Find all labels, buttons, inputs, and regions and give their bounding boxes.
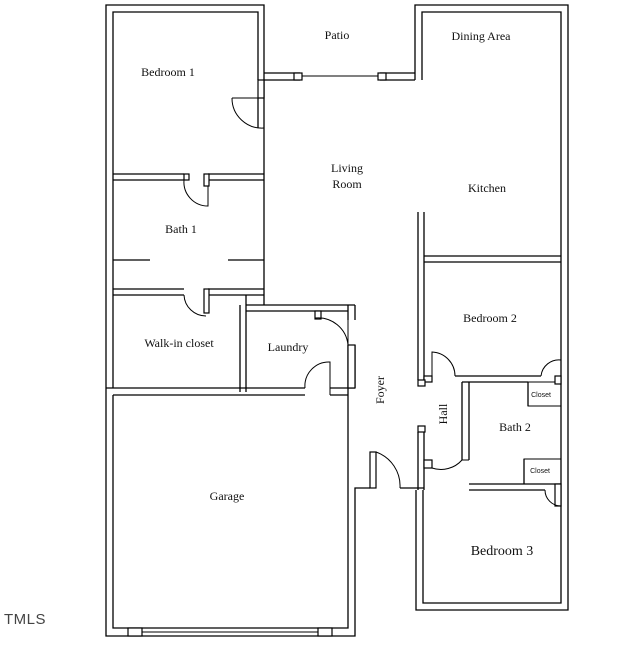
label-laundry: Laundry — [268, 340, 309, 354]
interior-walls — [106, 80, 562, 491]
label-closet-b: Closet — [530, 468, 550, 475]
label-kitchen: Kitchen — [468, 181, 506, 195]
label-bath2: Bath 2 — [499, 420, 531, 434]
label-hall: Hall — [436, 403, 450, 424]
label-walkin-closet: Walk-in closet — [144, 336, 214, 350]
tmls-logo: TMLS — [4, 611, 46, 628]
label-dining-area: Dining Area — [452, 29, 512, 43]
doors — [127, 79, 562, 637]
label-garage: Garage — [210, 489, 245, 503]
label-bath1: Bath 1 — [165, 222, 197, 236]
outer-walls — [105, 4, 569, 637]
label-patio: Patio — [325, 28, 350, 42]
label-closet-a: Closet — [531, 392, 551, 399]
label-bedroom1: Bedroom 1 — [141, 65, 195, 79]
label-living-room-line1: Living — [331, 161, 363, 175]
room-labels: Patio Dining Area Bedroom 1 Living Room … — [141, 28, 551, 559]
label-bedroom2: Bedroom 2 — [463, 311, 517, 325]
label-bedroom3: Bedroom 3 — [471, 544, 534, 559]
label-living-room-line2: Room — [332, 177, 362, 191]
label-foyer: Foyer — [373, 376, 387, 404]
